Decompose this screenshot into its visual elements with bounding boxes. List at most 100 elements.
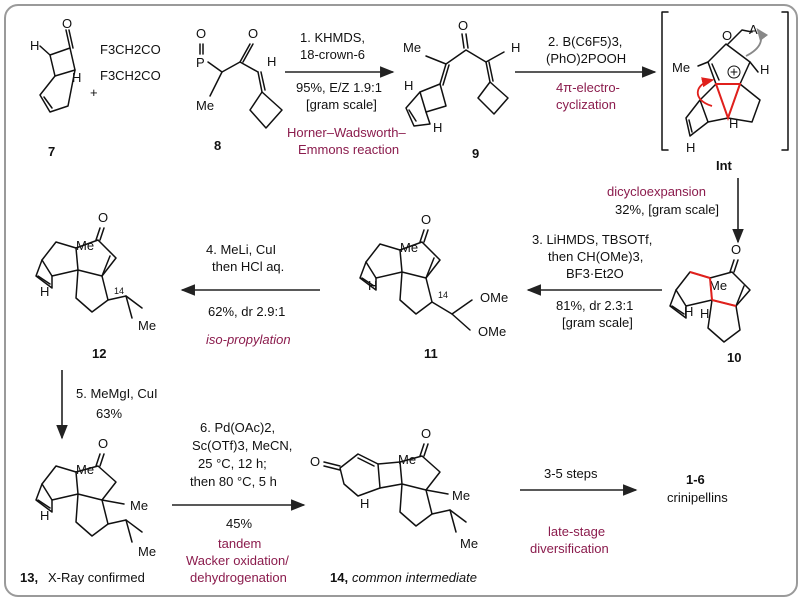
step-6-conditions-line-2: Sc(OTf)3, MeCN,	[192, 438, 292, 453]
acid-release-arrow	[745, 27, 769, 57]
atom-o: O	[196, 26, 206, 41]
step-4-conditions-line-2: then HCl aq.	[212, 259, 284, 274]
step-1-note-line-1: Horner–Wadsworth–	[287, 125, 407, 140]
atom-o: O	[98, 436, 108, 451]
step-3-conditions-line-1: 3. LiHMDS, TBSOTf,	[532, 232, 652, 247]
atom-o: O	[722, 28, 732, 43]
atom-o: O	[421, 426, 431, 441]
atom-h: H	[700, 306, 709, 321]
atom-h: H	[404, 78, 413, 93]
highlighted-bond	[714, 83, 742, 122]
methyl-label: Me	[138, 544, 156, 559]
methoxy-label: OMe	[480, 290, 508, 305]
step-4-conditions-line-3: 62%, dr 2.9:1	[208, 304, 285, 319]
highlighted-bond	[689, 271, 737, 307]
step-6-conditions-line-5: 45%	[226, 516, 252, 531]
methyl-label: Me	[672, 60, 690, 75]
step-4-conditions-line-1: 4. MeLi, CuI	[206, 242, 276, 257]
compound-8-structure	[199, 43, 283, 129]
carbon-number-14: 14	[114, 286, 124, 296]
compound-14-structure	[323, 443, 467, 533]
compound-label-8: 8	[214, 138, 221, 153]
final-step-note-line-2: diversification	[530, 541, 609, 556]
intermediate-brackets	[661, 11, 789, 151]
atom-o: O	[458, 18, 468, 33]
atom-o: O	[62, 16, 72, 31]
step-2-note-line-1: 4π-electro-	[556, 80, 620, 95]
methyl-label: Me	[130, 498, 148, 513]
final-compound-label: 1-6	[686, 472, 705, 487]
atom-h: H	[729, 116, 738, 131]
atom-h: H	[686, 140, 695, 155]
atom-o: O	[421, 212, 431, 227]
step-6-conditions-line-3: 25 °C, 12 h;	[198, 456, 267, 471]
compound-9-structure	[405, 33, 509, 127]
atom-o: O	[98, 210, 108, 225]
acid-label: A	[749, 22, 758, 37]
atom-h: H	[40, 508, 49, 523]
step-2-conditions-line-2: (PhO)2POOH	[546, 51, 626, 66]
methyl-label: Me	[403, 40, 421, 55]
compound-12-structure	[35, 227, 143, 319]
methyl-label: Me	[460, 536, 478, 551]
electron-flow-arrow	[696, 77, 715, 107]
step-3-conditions-line-5: [gram scale]	[562, 315, 633, 330]
atom-p: P	[196, 55, 205, 70]
step-6-note-line-1: tandem	[218, 536, 261, 551]
compound-label-9: 9	[472, 146, 479, 161]
step-3-conditions-line-3: BF3·Et2O	[566, 266, 624, 281]
atom-h: H	[40, 284, 49, 299]
carbon-number-14: 14	[438, 290, 448, 300]
step-3-conditions-line-2: then CH(OMe)3,	[548, 249, 643, 264]
compound-label-11: 11	[424, 346, 438, 361]
dicycloexpansion-note: dicycloexpansion	[607, 184, 706, 199]
final-step-note-line-1: late-stage	[548, 524, 605, 539]
compound-7-structure	[39, 29, 76, 113]
compound-label-10: 10	[727, 350, 741, 365]
trifluoroethoxy-label: F3CH2CO	[100, 42, 161, 57]
atom-h: H	[511, 40, 520, 55]
step-1-conditions-line-2: 18-crown-6	[300, 47, 365, 62]
step-5-conditions-line-2: 63%	[96, 406, 122, 421]
dicycloexpansion-yield: 32%, [gram scale]	[615, 202, 719, 217]
atom-o: O	[731, 242, 741, 257]
methoxy-label: OMe	[478, 324, 506, 339]
compound-11-structure	[359, 229, 473, 331]
step-1-conditions-line-1: 1. KHMDS,	[300, 30, 365, 45]
step-5-conditions-line-1: 5. MeMgI, CuI	[76, 386, 158, 401]
step-1-conditions-line-3: 95%, E/Z 1.9:1	[296, 80, 382, 95]
compound-label-7: 7	[48, 144, 55, 159]
step-2-conditions-line-1: 2. B(C6F5)3,	[548, 34, 622, 49]
atom-o: O	[248, 26, 258, 41]
atom-h: H	[433, 120, 442, 135]
step-6-note-line-3: dehydrogenation	[190, 570, 287, 585]
compound-label-13: 13,	[20, 570, 38, 585]
trifluoroethoxy-label: F3CH2CO	[100, 68, 161, 83]
atom-h: H	[30, 38, 39, 53]
atom-o: O	[310, 454, 320, 469]
step-2-note-line-2: cyclization	[556, 97, 616, 112]
atom-h: H	[360, 496, 369, 511]
atom-h: H	[760, 62, 769, 77]
methyl-label: Me	[196, 98, 214, 113]
step-3-conditions-line-4: 81%, dr 2.3:1	[556, 298, 633, 313]
step-1-note-line-2: Emmons reaction	[298, 142, 399, 157]
compound-label-12: 12	[92, 346, 106, 361]
compound-label-14: 14,	[330, 570, 348, 585]
atom-h: H	[267, 54, 276, 69]
atom-h: H	[684, 304, 693, 319]
step-6-conditions-line-1: 6. Pd(OAc)2,	[200, 420, 275, 435]
step-1-conditions-line-4: [gram scale]	[306, 97, 377, 112]
intermediate-label: Int	[716, 158, 733, 173]
step-4-note: iso-propylation	[206, 332, 291, 347]
step-6-note-line-2: Wacker oxidation/	[186, 553, 289, 568]
plus-sign: +	[90, 85, 98, 100]
compound-14-note: common intermediate	[352, 570, 477, 585]
compound-13-structure	[35, 453, 143, 543]
step-6-conditions-line-4: then 80 °C, 5 h	[190, 474, 277, 489]
final-compound-name: crinipellins	[667, 490, 728, 505]
final-step-conditions: 3-5 steps	[544, 466, 598, 481]
atom-h: H	[72, 70, 81, 85]
methyl-label: Me	[138, 318, 156, 333]
